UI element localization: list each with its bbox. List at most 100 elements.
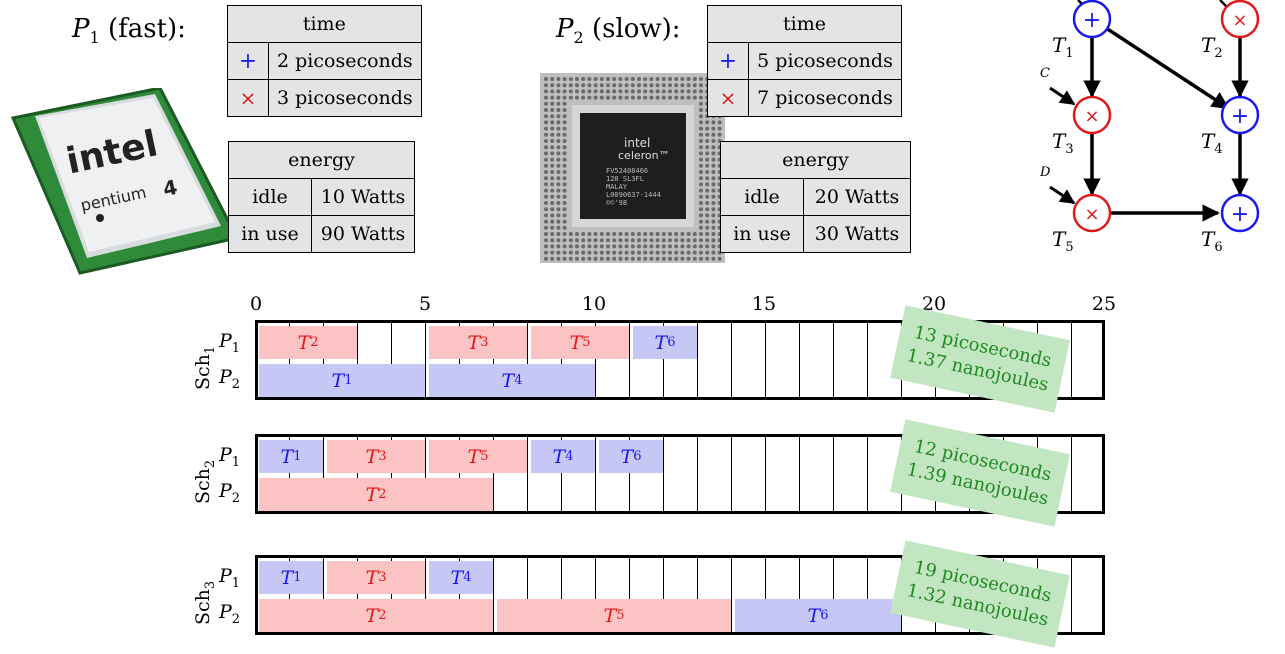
grid-line bbox=[833, 323, 834, 397]
plus-icon: + bbox=[718, 48, 738, 74]
intel-celeron-chip-image: intel celeron™ FV52408466 128 SL3FL MALA… bbox=[540, 73, 725, 263]
grid-line bbox=[697, 437, 698, 511]
p2-inuse-label: in use bbox=[720, 215, 804, 253]
grid-line bbox=[799, 437, 800, 511]
p2-plus-time: 5 picoseconds bbox=[748, 42, 902, 80]
celeron-text-code1: FV52408466 bbox=[606, 167, 648, 175]
grid-line bbox=[663, 558, 664, 632]
grid-line bbox=[357, 323, 358, 397]
node-t4: + bbox=[1220, 95, 1260, 135]
grid-line bbox=[425, 437, 426, 511]
celeron-text-code3: MALAY bbox=[606, 183, 628, 191]
row-label-p1: P1 bbox=[219, 565, 241, 591]
node-t5: × bbox=[1072, 193, 1112, 233]
node-t1: + bbox=[1072, 0, 1112, 39]
celeron-text-code4: L0090637-1444 bbox=[606, 191, 661, 199]
grid-line bbox=[595, 558, 596, 632]
grid-line bbox=[527, 558, 528, 632]
grid-line bbox=[561, 437, 562, 511]
p2-title: P2 (slow): bbox=[556, 14, 681, 47]
grid-line bbox=[867, 323, 868, 397]
chip-text-4: 4 bbox=[161, 175, 180, 201]
axis-tick: 15 bbox=[751, 293, 777, 315]
input-label-d: D bbox=[1040, 165, 1051, 180]
node-label-t2: T2 bbox=[1201, 33, 1223, 61]
p1-title-rest: (fast): bbox=[99, 14, 186, 44]
task-dependency-graph: + × × + × + bbox=[1049, 0, 1260, 233]
grid-line bbox=[289, 437, 290, 511]
celeron-text-code5: ©©'98 bbox=[606, 199, 627, 207]
schedule-label: Sch2 bbox=[192, 459, 218, 504]
row-label-p2: P2 bbox=[219, 480, 241, 506]
intel-pentium4-chip-image: intel pentium 4 bbox=[10, 88, 240, 275]
grid-line bbox=[323, 558, 324, 632]
grid-line bbox=[1071, 558, 1072, 632]
plus-icon: + bbox=[1083, 8, 1101, 33]
node-label-t5: T5 bbox=[1052, 227, 1074, 255]
edge-t1-t4 bbox=[1105, 26, 1230, 110]
grid-line bbox=[595, 437, 596, 511]
grid-line bbox=[459, 437, 460, 511]
grid-line bbox=[391, 323, 392, 397]
axis-tick: 0 bbox=[249, 293, 263, 315]
grid-line bbox=[493, 323, 494, 397]
schedule-label: Sch1 bbox=[192, 345, 218, 390]
grid-line bbox=[765, 558, 766, 632]
p1-time-table: time +2 picoseconds ×3 picoseconds bbox=[227, 5, 422, 117]
grid-line bbox=[663, 437, 664, 511]
grid-line bbox=[697, 323, 698, 397]
p2-title-symbol: P bbox=[556, 14, 574, 44]
node-label-t3: T3 bbox=[1052, 129, 1074, 157]
p1-plus-time: 2 picoseconds bbox=[268, 42, 422, 80]
grid-line bbox=[425, 558, 426, 632]
grid-line bbox=[799, 323, 800, 397]
grid-line bbox=[357, 437, 358, 511]
grid-line bbox=[731, 323, 732, 397]
grid-line bbox=[425, 323, 426, 397]
times-icon: × bbox=[719, 86, 737, 110]
p1-title-symbol: P bbox=[72, 14, 90, 44]
grid-line bbox=[765, 437, 766, 511]
plus-icon: + bbox=[1231, 104, 1249, 129]
plus-icon: + bbox=[238, 48, 258, 74]
times-icon: × bbox=[1084, 204, 1099, 225]
node-label-t6: T6 bbox=[1201, 227, 1223, 255]
p1-inuse-value: 90 Watts bbox=[311, 215, 415, 253]
grid-line bbox=[799, 558, 800, 632]
grid-line bbox=[765, 323, 766, 397]
p2-title-subscript: 2 bbox=[573, 28, 584, 48]
node-t2: × bbox=[1220, 0, 1260, 39]
grid-line bbox=[663, 323, 664, 397]
p2-inuse-value: 30 Watts bbox=[803, 215, 911, 253]
grid-line bbox=[527, 437, 528, 511]
p2-time-table: time +5 picoseconds ×7 picoseconds bbox=[707, 5, 902, 117]
grid-line bbox=[459, 323, 460, 397]
p1-title: P1 (fast): bbox=[72, 14, 186, 47]
celeron-text-code2: 128 SL3FL bbox=[606, 175, 644, 183]
p2-title-rest: (slow): bbox=[583, 14, 681, 44]
times-icon: × bbox=[1084, 106, 1099, 127]
times-icon: × bbox=[1232, 10, 1247, 31]
p2-time-header: time bbox=[707, 5, 902, 43]
grid-line bbox=[595, 323, 596, 397]
grid-line bbox=[289, 558, 290, 632]
grid-line bbox=[561, 323, 562, 397]
grid-line bbox=[561, 558, 562, 632]
grid-line bbox=[833, 558, 834, 632]
plus-icon: + bbox=[1231, 202, 1249, 227]
node-label-t1: T1 bbox=[1052, 33, 1074, 61]
p1-title-subscript: 1 bbox=[89, 28, 100, 48]
grid-line bbox=[391, 558, 392, 632]
